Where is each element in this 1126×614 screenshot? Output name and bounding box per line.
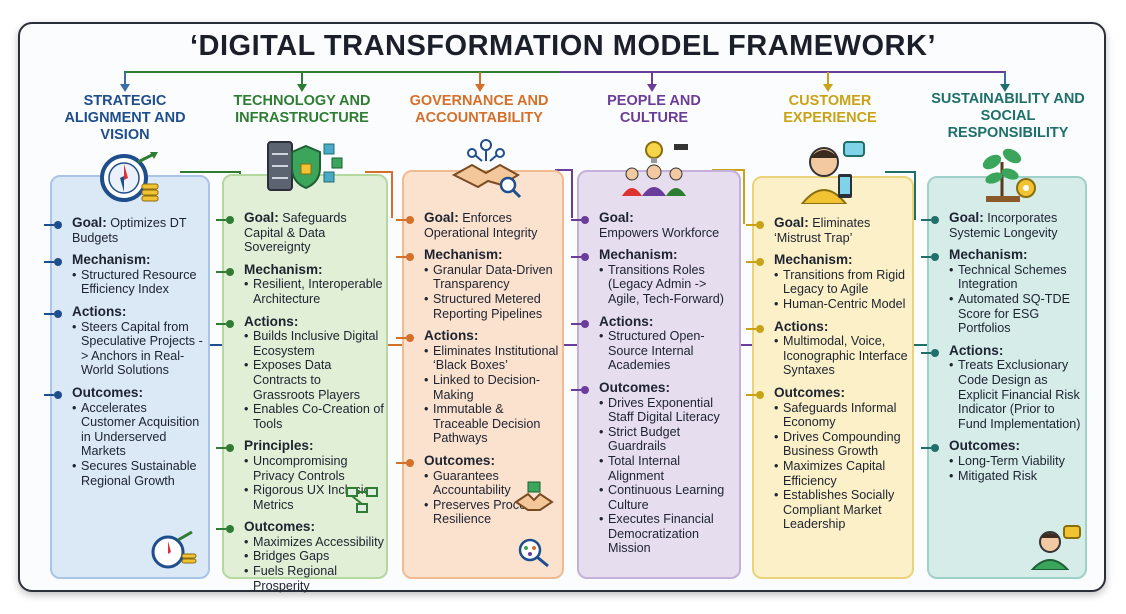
section-mechanism: Mechanism:Structured Resource Efficiency… [44,253,204,297]
list-item: Total Internal Alignment [599,454,737,483]
section-goal: Goal: Optimizes DT Budgets [44,215,204,245]
column-title-governance: GOVERNANCE AND ACCOUNTABILITY [409,93,549,126]
list-item: Treats Exclusionary Code Design as Expli… [949,358,1083,431]
column-title-strategic: STRATEGIC ALIGNMENT AND VISION [64,93,186,143]
list-item: Enables Co-Creation of Tools [244,402,385,431]
section-mechanism: Mechanism:Granular Data-Driven Transpare… [396,248,560,321]
section-actions: Actions:Structured Open-Source Internal … [571,314,737,373]
list-item: Eliminates Institutional ‘Black Boxes’ [424,344,560,373]
list-item: Continuous Learning Culture [599,483,737,512]
list-item: Drives Exponential Staff Digital Literac… [599,396,737,425]
list-item: Resilient, Interoperable Architecture [244,277,385,306]
list-item: Maximizes Capital Efficiency [774,459,908,488]
section-outcomes: Outcomes:Long-Term ViabilityMitigated Ri… [921,439,1083,484]
compass-coins-icon [100,152,159,202]
list-item: Establishes Socially Compliant Market Le… [774,488,908,532]
list-item: Exposes Data Contracts to Grassroots Pla… [244,358,385,402]
section-actions: Actions:Builds Inclusive Digital Ecosyst… [216,314,385,432]
list-item: Mitigated Risk [949,469,1083,484]
section-mechanism: Mechanism:Technical Schemes IntegrationA… [921,248,1083,336]
section-mechanism: Mechanism:Transitions from Rigid Legacy … [746,253,908,312]
list-item: Transitions from Rigid Legacy to Agile [774,268,908,297]
customer-phone-icon [800,141,865,204]
section-outcomes: Outcomes:Maximizes AccessibilityBridges … [216,520,385,593]
list-item: Automated SQ-TDE Score for ESG Portfolio… [949,292,1083,336]
section-mechanism: Mechanism:Transitions Roles (Legacy Admi… [571,248,737,307]
list-item: Accelerates Customer Acquisition in Unde… [72,401,204,459]
list-item: Steers Capital from Speculative Projects… [72,320,204,378]
list-item: Builds Inclusive Digital Ecosystem [244,329,385,358]
list-item: Long-Term Viability [949,454,1083,469]
section-outcomes: Outcomes:Accelerates Customer Acquisitio… [44,385,204,488]
network-nodes-icon [346,487,378,513]
section-actions: Actions:Steers Capital from Speculative … [44,304,204,378]
handshake-icon [514,481,554,511]
list-item: Guarantees Accountability [424,469,560,498]
list-item: Human-Centric Model [774,297,908,312]
list-item: Technical Schemes Integration [949,263,1083,292]
list-item: Preserves Process Resilience [424,498,560,527]
list-item: Secures Sustainable Regional Growth [72,459,204,488]
section-actions: Actions:Treats Exclusionary Code Design … [921,343,1083,432]
person-chat-icon [1030,525,1081,570]
list-item: Structured Metered Reporting Pipelines [424,292,560,321]
list-item: Safeguards Informal Economy [774,401,908,430]
section-goal: Goal:Empowers Workforce [571,210,737,240]
section-outcomes: Outcomes:Drives Exponential Staff Digita… [571,380,737,556]
column-title-technology: TECHNOLOGY AND INFRASTRUCTURE [233,93,371,126]
list-item: Maximizes Accessibility [244,535,385,550]
section-mechanism: Mechanism:Resilient, Interoperable Archi… [216,262,385,307]
list-item: Bridges Gaps [244,549,385,564]
list-item: Structured Resource Efficiency Index [72,268,204,297]
column-title-sustainability: SUSTAINABILITY AND SOCIAL RESPONSIBILITY [931,91,1085,141]
section-goal: Goal: Safeguards Capital & Data Sovereig… [216,210,385,255]
column-title-customer: CUSTOMER EXPERIENCE [783,93,877,126]
list-item: Structured Open-Source Internal Academie… [599,329,737,373]
section-outcomes: Outcomes:Guarantees AccountabilityPreser… [396,453,560,527]
column-title-people: PEOPLE AND CULTURE [607,93,701,126]
compass-growth-icon [151,530,197,569]
section-goal: Goal: Eliminates ‘Mistrust Trap’ [746,215,908,245]
page-title: ‘DIGITAL TRANSFORMATION MODEL FRAMEWORK’ [0,30,1126,63]
plant-gear-icon [982,148,1036,202]
people-lightbulb-icon [622,141,688,196]
handshake-network-icon [451,139,522,199]
section-actions: Actions:Multimodal, Voice, Iconographic … [746,319,908,378]
list-item: Strict Budget Guardrails [599,425,737,454]
section-goal: Goal: Enforces Operational Integrity [396,210,560,240]
magnifier-network-icon [518,538,549,568]
list-item: Transitions Roles (Legacy Admin -> Agile… [599,263,737,307]
list-item: Drives Compounding Business Growth [774,430,908,459]
list-item: Executes Financial Democratization Missi… [599,512,737,556]
list-item: Uncompromising Privacy Controls [244,454,385,483]
list-item: Fuels Regional Prosperity [244,564,385,593]
section-actions: Actions:Eliminates Institutional ‘Black … [396,329,560,446]
section-outcomes: Outcomes:Safeguards Informal EconomyDriv… [746,385,908,532]
section-goal: Goal: Incorporates Systemic Longevity [921,210,1083,240]
list-item: Granular Data-Driven Transparency [424,263,560,292]
list-item: Immutable & Traceable Decision Pathways [424,402,560,446]
list-item: Multimodal, Voice, Iconographic Interfac… [774,334,908,378]
server-shield-icon [267,141,343,191]
list-item: Linked to Decision-Making [424,373,560,402]
